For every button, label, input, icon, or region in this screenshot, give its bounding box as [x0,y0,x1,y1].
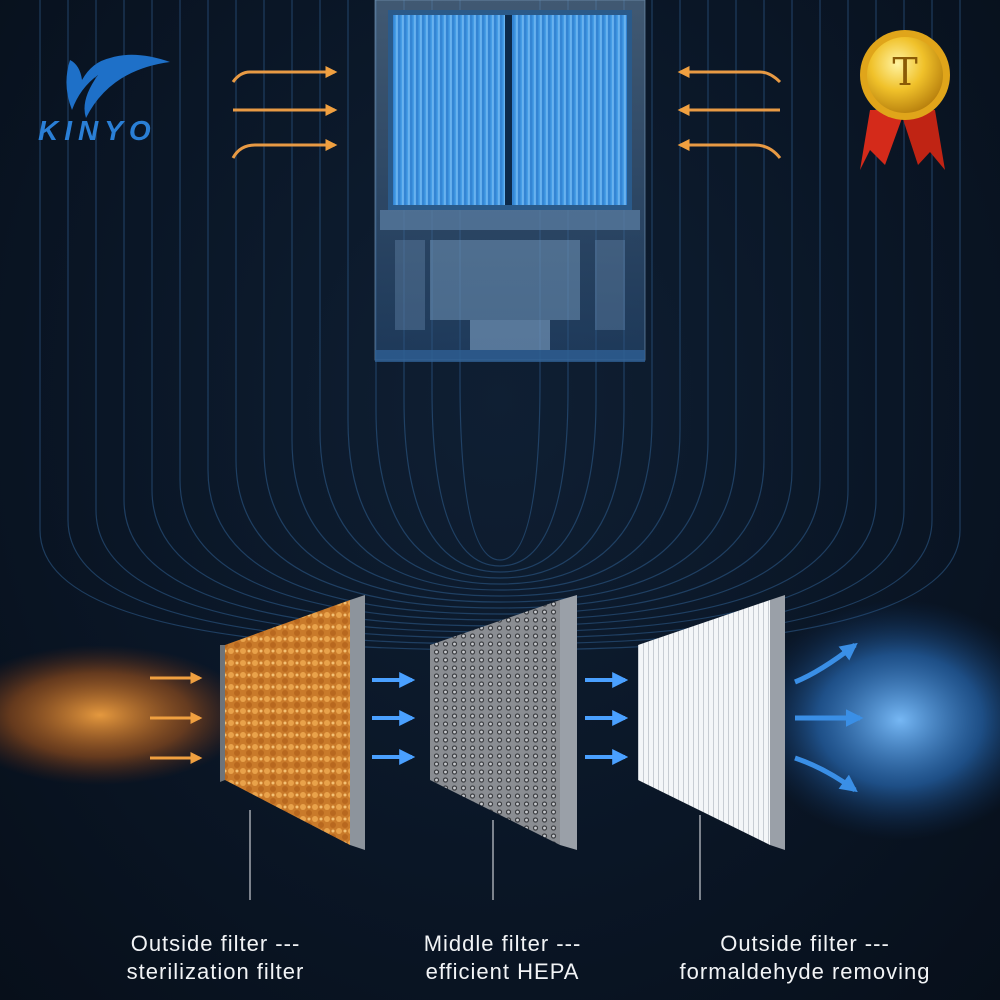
caption-line2: efficient HEPA [425,959,580,984]
clean-air-glow [750,600,1000,840]
filtered-air-arrows [372,672,629,765]
filter-formaldehyde [638,595,785,850]
purifier-unit [374,0,646,362]
airflow-line [431,0,569,567]
caption-leaders [249,810,701,900]
caption-sterilization-filter: Outside filter --- sterilization filter [98,930,333,986]
airflow-line [179,0,821,621]
caption-line2: sterilization filter [126,959,305,984]
airflow-line [375,0,625,579]
airflow-line [291,0,709,597]
caption-line1: Middle filter --- [423,931,582,956]
clean-air-arrows [794,642,864,793]
airflow-line [263,0,737,603]
dirty-air-glow [0,645,250,785]
caption-formaldehyde-filter: Outside filter --- formaldehyde removing [655,930,955,986]
inflow-arrows-right [677,66,782,159]
caption-line1: Outside filter --- [720,931,890,956]
inflow-arrows-left [231,66,338,159]
filter-hepa [430,595,577,850]
brand-logo-text: KINYO [38,115,157,146]
airflow-line [403,0,597,573]
caption-line2: formaldehyde removing [679,959,931,984]
caption-hepa-filter: Middle filter --- efficient HEPA [390,930,615,986]
airflow-line [235,0,765,609]
filter-sterilization [220,595,365,850]
airflow-line [347,0,653,585]
airflow-line [459,0,541,561]
caption-line1: Outside filter --- [130,931,301,956]
airflow-line [207,0,793,615]
airflow-line [319,0,681,591]
medal-badge-icon [860,30,950,170]
bird-logo-icon [66,54,170,118]
badge-letter: T [892,50,918,94]
dirty-air-arrows [150,672,203,764]
